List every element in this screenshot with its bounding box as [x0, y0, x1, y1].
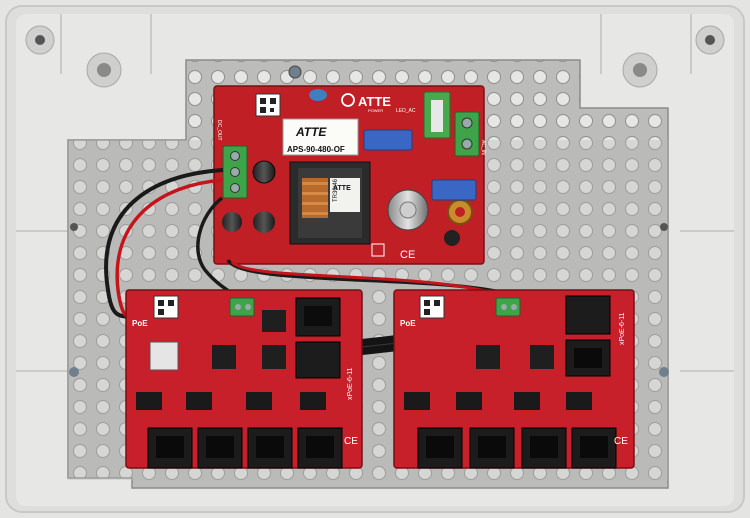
- psu-board: ATTE POWER LED_AC ATTE APS-90-480-OF AC_…: [213, 85, 486, 265]
- switch-model-label: xPoE-6-11: [347, 367, 354, 400]
- rj45-port: [247, 427, 293, 469]
- rj45-port: [147, 427, 193, 469]
- switch-model-label: xPoE-6-11: [619, 312, 626, 345]
- dc-out-label: DC_OUT: [216, 120, 222, 141]
- transformer: ATTE TR30/46: [289, 161, 371, 245]
- poe-switch-left: PoE xPoE-6-11 CE: [125, 289, 363, 469]
- led-ac-label: LED_AC: [396, 108, 416, 114]
- logo-text: ATTE: [358, 94, 391, 109]
- ce-mark: CE: [614, 436, 628, 447]
- qr-code: [419, 295, 445, 319]
- rj45-port: [521, 427, 567, 469]
- rj45-port: [417, 427, 463, 469]
- ce-mark: CE: [344, 436, 358, 447]
- qr-code: [153, 295, 179, 319]
- poe-label: PoE: [400, 319, 416, 328]
- rj45-port: [197, 427, 243, 469]
- transformer-brand: ATTE: [333, 185, 351, 192]
- ce-mark: CE: [400, 249, 415, 261]
- ac-in-label: AC_IN: [480, 140, 486, 155]
- screw-post: [695, 25, 725, 55]
- model-sticker: [282, 118, 359, 156]
- toroid-inductor: [447, 199, 473, 225]
- screw-post: [25, 25, 55, 55]
- qr-code: [255, 93, 281, 117]
- poe-switch-right: PoE xPoE-6-11 CE: [393, 289, 635, 469]
- transformer-model: TR30/46: [333, 178, 339, 202]
- atte-logo: ATTE POWER: [341, 93, 391, 113]
- rj45-port: [469, 427, 515, 469]
- psu-model-label: APS-90-480-OF: [287, 145, 345, 154]
- poe-label: PoE: [132, 319, 148, 328]
- screw-post: [622, 52, 658, 88]
- sticker-brand: ATTE: [295, 125, 327, 139]
- rj45-port: [297, 427, 343, 469]
- logo-subtext: POWER: [368, 108, 383, 113]
- rj45-port: [571, 427, 617, 469]
- screw-post: [86, 52, 122, 88]
